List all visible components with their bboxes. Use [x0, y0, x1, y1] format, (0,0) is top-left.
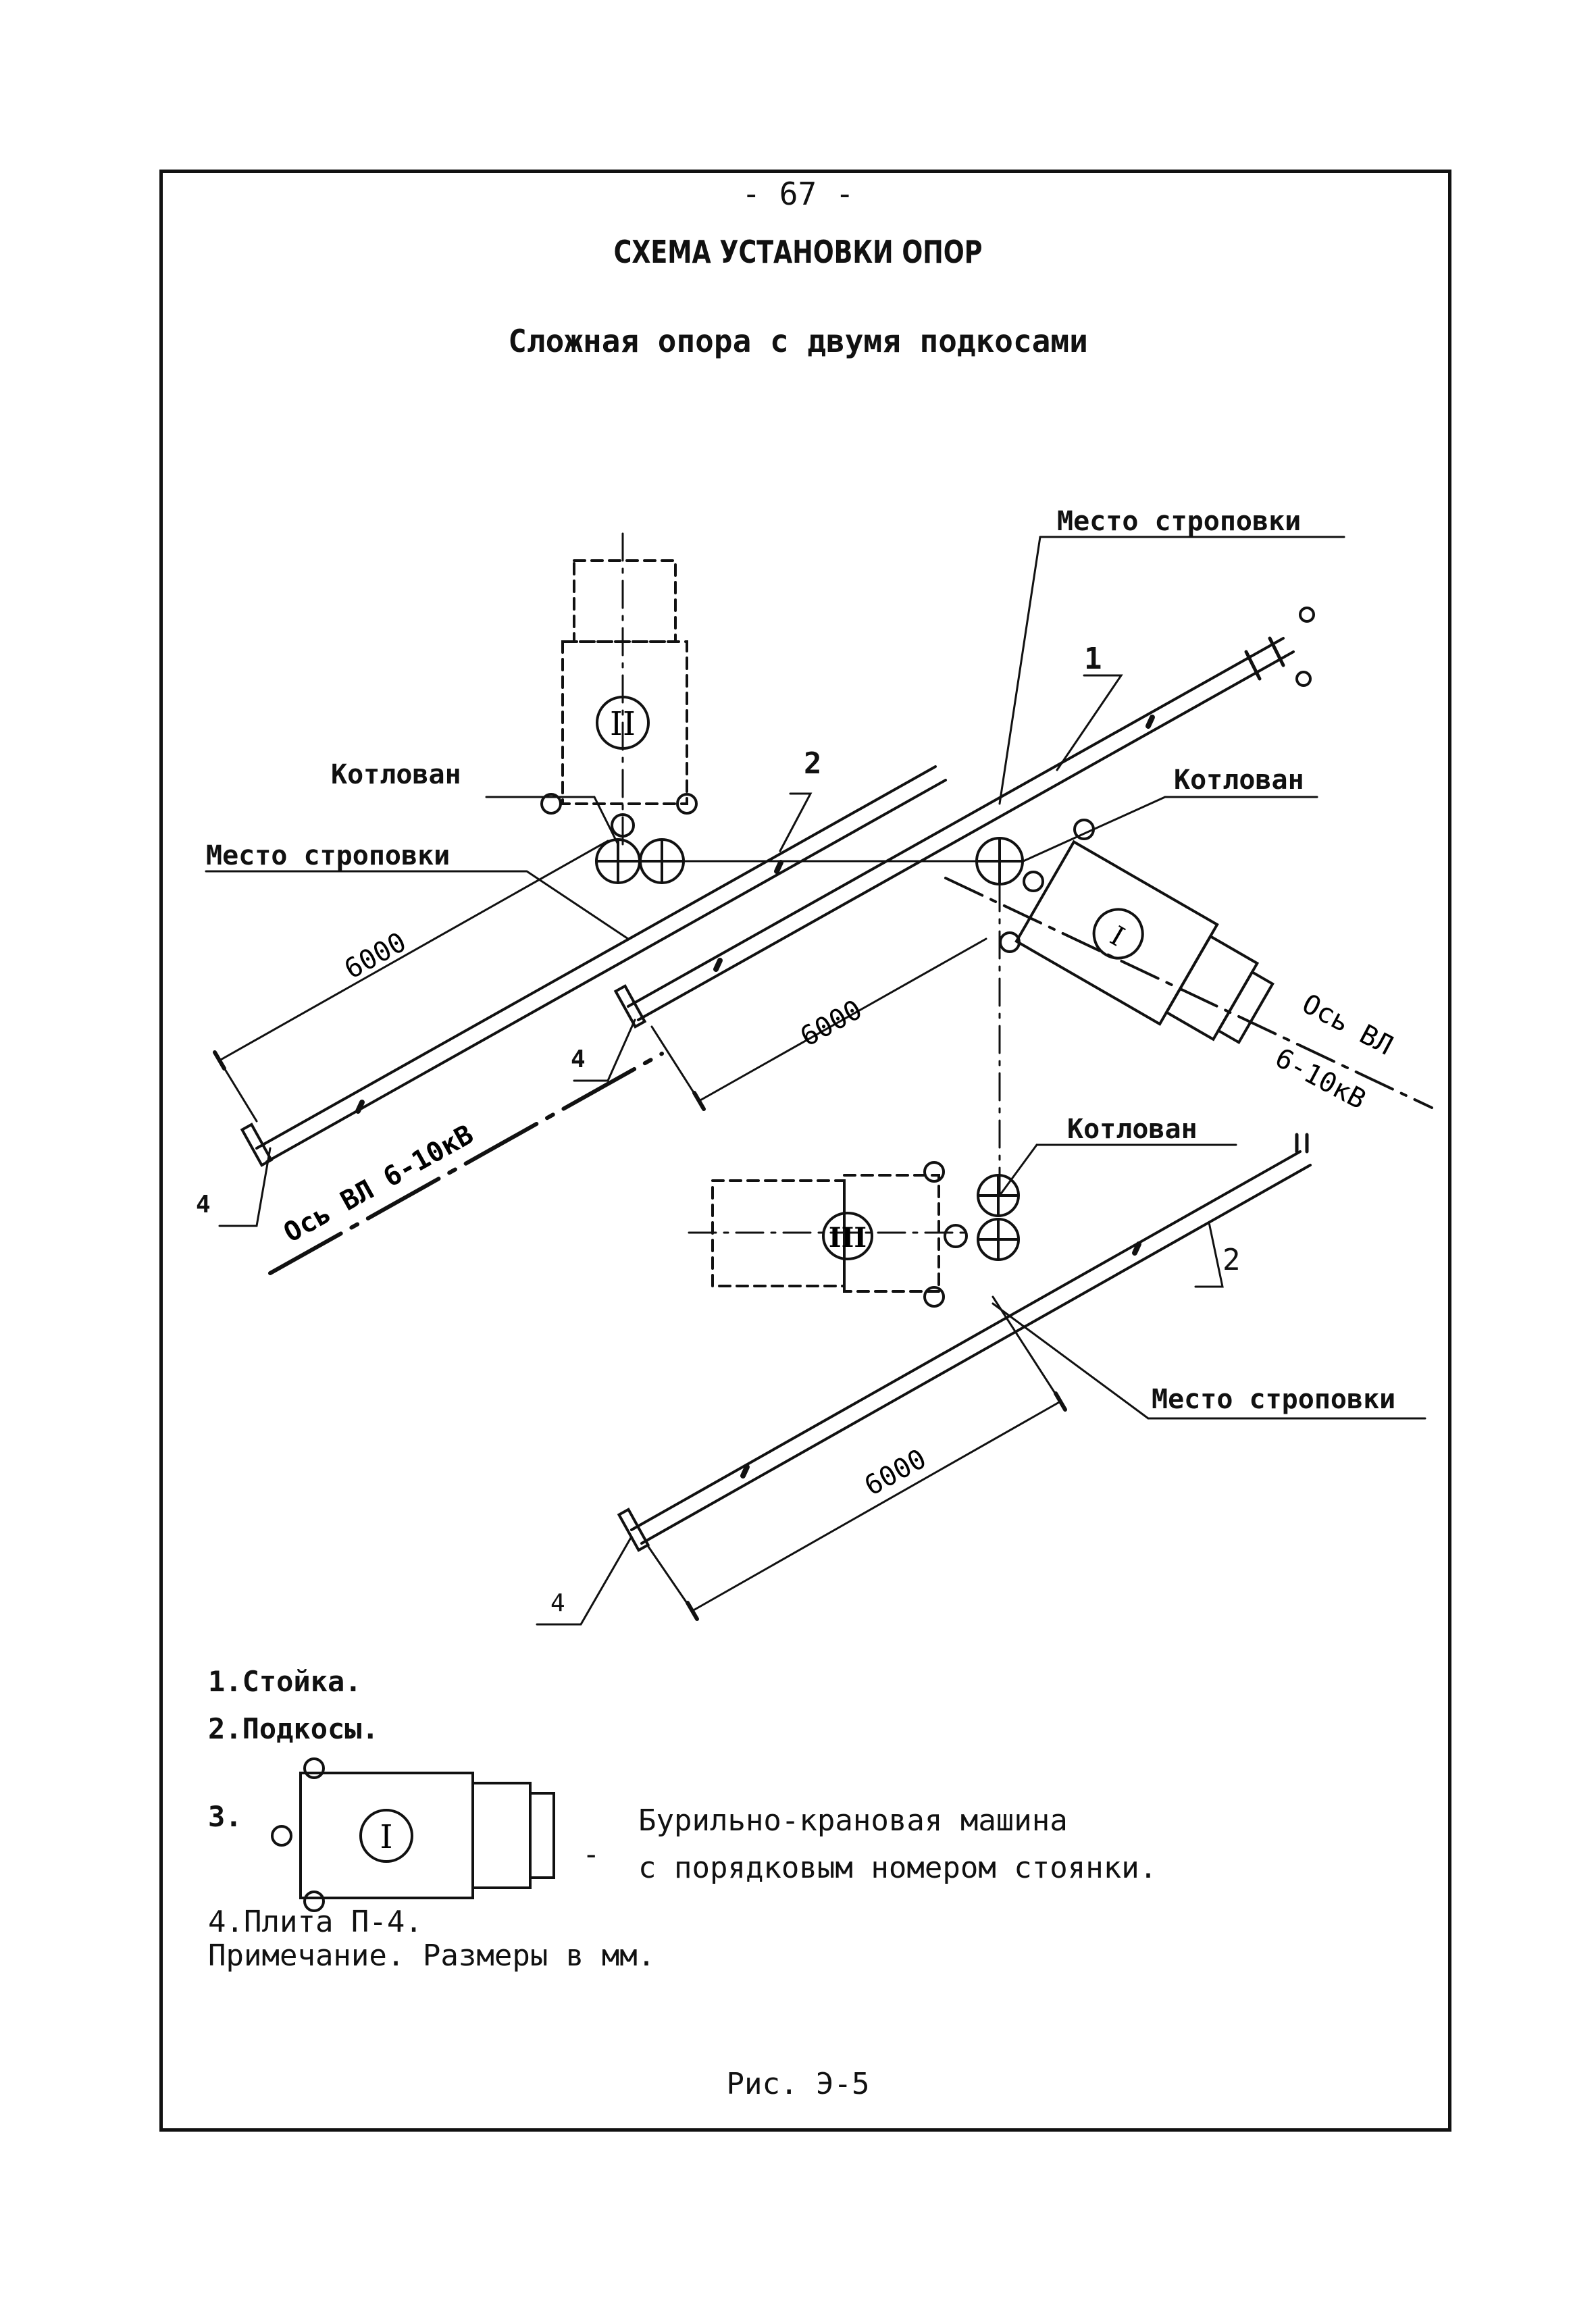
axis-line-left — [268, 1052, 664, 1275]
brace-top-left — [240, 765, 947, 1167]
legend-item-2: 2.Подкосы. — [208, 1712, 379, 1745]
dimension-left-value: 6000 — [340, 927, 412, 985]
legend-item-3-number: 3. — [208, 1800, 242, 1833]
machine-i-wheel — [999, 931, 1021, 953]
legend-item-3-dash: - — [582, 1837, 600, 1872]
label-num-4-bottom: 4 — [550, 1589, 565, 1617]
machine-ii-wheel — [676, 793, 698, 815]
page-number: - 67 - — [742, 176, 854, 212]
machine-iii-wheel — [923, 1161, 945, 1183]
page-title: СХЕМА УСТАНОВКИ ОПОР — [613, 234, 983, 270]
note: Примечание. Размеры в мм. — [208, 1938, 656, 1973]
machine-i-wheel — [1023, 871, 1044, 892]
label-num-1: 1 — [1084, 642, 1102, 676]
legend-item-3-text-line2: с порядковым номером стоянки. — [638, 1851, 1158, 1885]
figure-caption: Рис. Э-5 — [726, 2067, 870, 2101]
dimension-middle — [650, 937, 987, 1111]
machine-ii-wheel — [540, 793, 562, 815]
dimension-middle-value: 6000 — [796, 994, 868, 1053]
machine-iii-wheel — [944, 1224, 968, 1248]
legend-item-3-text-line1: Бурильно-крановая машина — [638, 1803, 1068, 1838]
leader-lines — [205, 536, 1426, 1626]
pit-symbol — [977, 1174, 1020, 1217]
sling-place-label-left: Место строповки — [206, 840, 450, 871]
brace-bottom — [617, 1133, 1312, 1552]
axis-line-right — [944, 877, 1433, 1109]
label-num-4-middle: 4 — [571, 1046, 586, 1073]
pit-symbol — [595, 838, 641, 884]
sling-place-label-top: Место строповки — [1057, 506, 1301, 537]
pit-symbol — [975, 837, 1024, 885]
axis-label-right-2: 6-10кВ — [1270, 1042, 1370, 1115]
machine-ii-label: II — [610, 705, 636, 743]
legend-item-4: 4.Плита П-4. — [208, 1905, 423, 1939]
machine-i — [1014, 840, 1275, 1045]
legend-machine-label: I — [380, 1818, 393, 1856]
page-subtitle: Сложная опора с двумя подкосами — [508, 323, 1088, 359]
pit-label-right: Котлован — [1174, 765, 1304, 796]
legend-machine-symbol — [271, 1757, 555, 1912]
machine-ii — [561, 559, 688, 805]
machine-iii-label: III — [829, 1222, 867, 1254]
sling-place-label-bottom: Место строповки — [1152, 1384, 1395, 1415]
dimension-left — [213, 840, 609, 1123]
pit-label-bottom: Котлован — [1067, 1114, 1198, 1145]
pit-symbol — [639, 838, 685, 884]
label-num-4-left: 4 — [196, 1191, 211, 1218]
machine-iii-wheel — [923, 1286, 945, 1308]
legend-item-1: 1.Стойка. — [208, 1665, 362, 1698]
machine-i-label: I — [1105, 921, 1130, 953]
label-num-2-top: 2 — [804, 746, 822, 781]
page-frame — [159, 170, 1451, 2132]
machine-iii-symbol — [822, 1212, 873, 1260]
pit-label-left: Котлован — [331, 759, 461, 790]
pole-main — [613, 607, 1315, 1029]
machine-ii-symbol — [596, 696, 650, 750]
label-num-2-bottom: 2 — [1222, 1243, 1241, 1277]
machine-ii-wheel — [611, 813, 635, 838]
dimension-bottom — [647, 1295, 1067, 1621]
dimension-bottom-value: 6000 — [860, 1443, 932, 1502]
pit-symbol — [977, 1218, 1020, 1261]
